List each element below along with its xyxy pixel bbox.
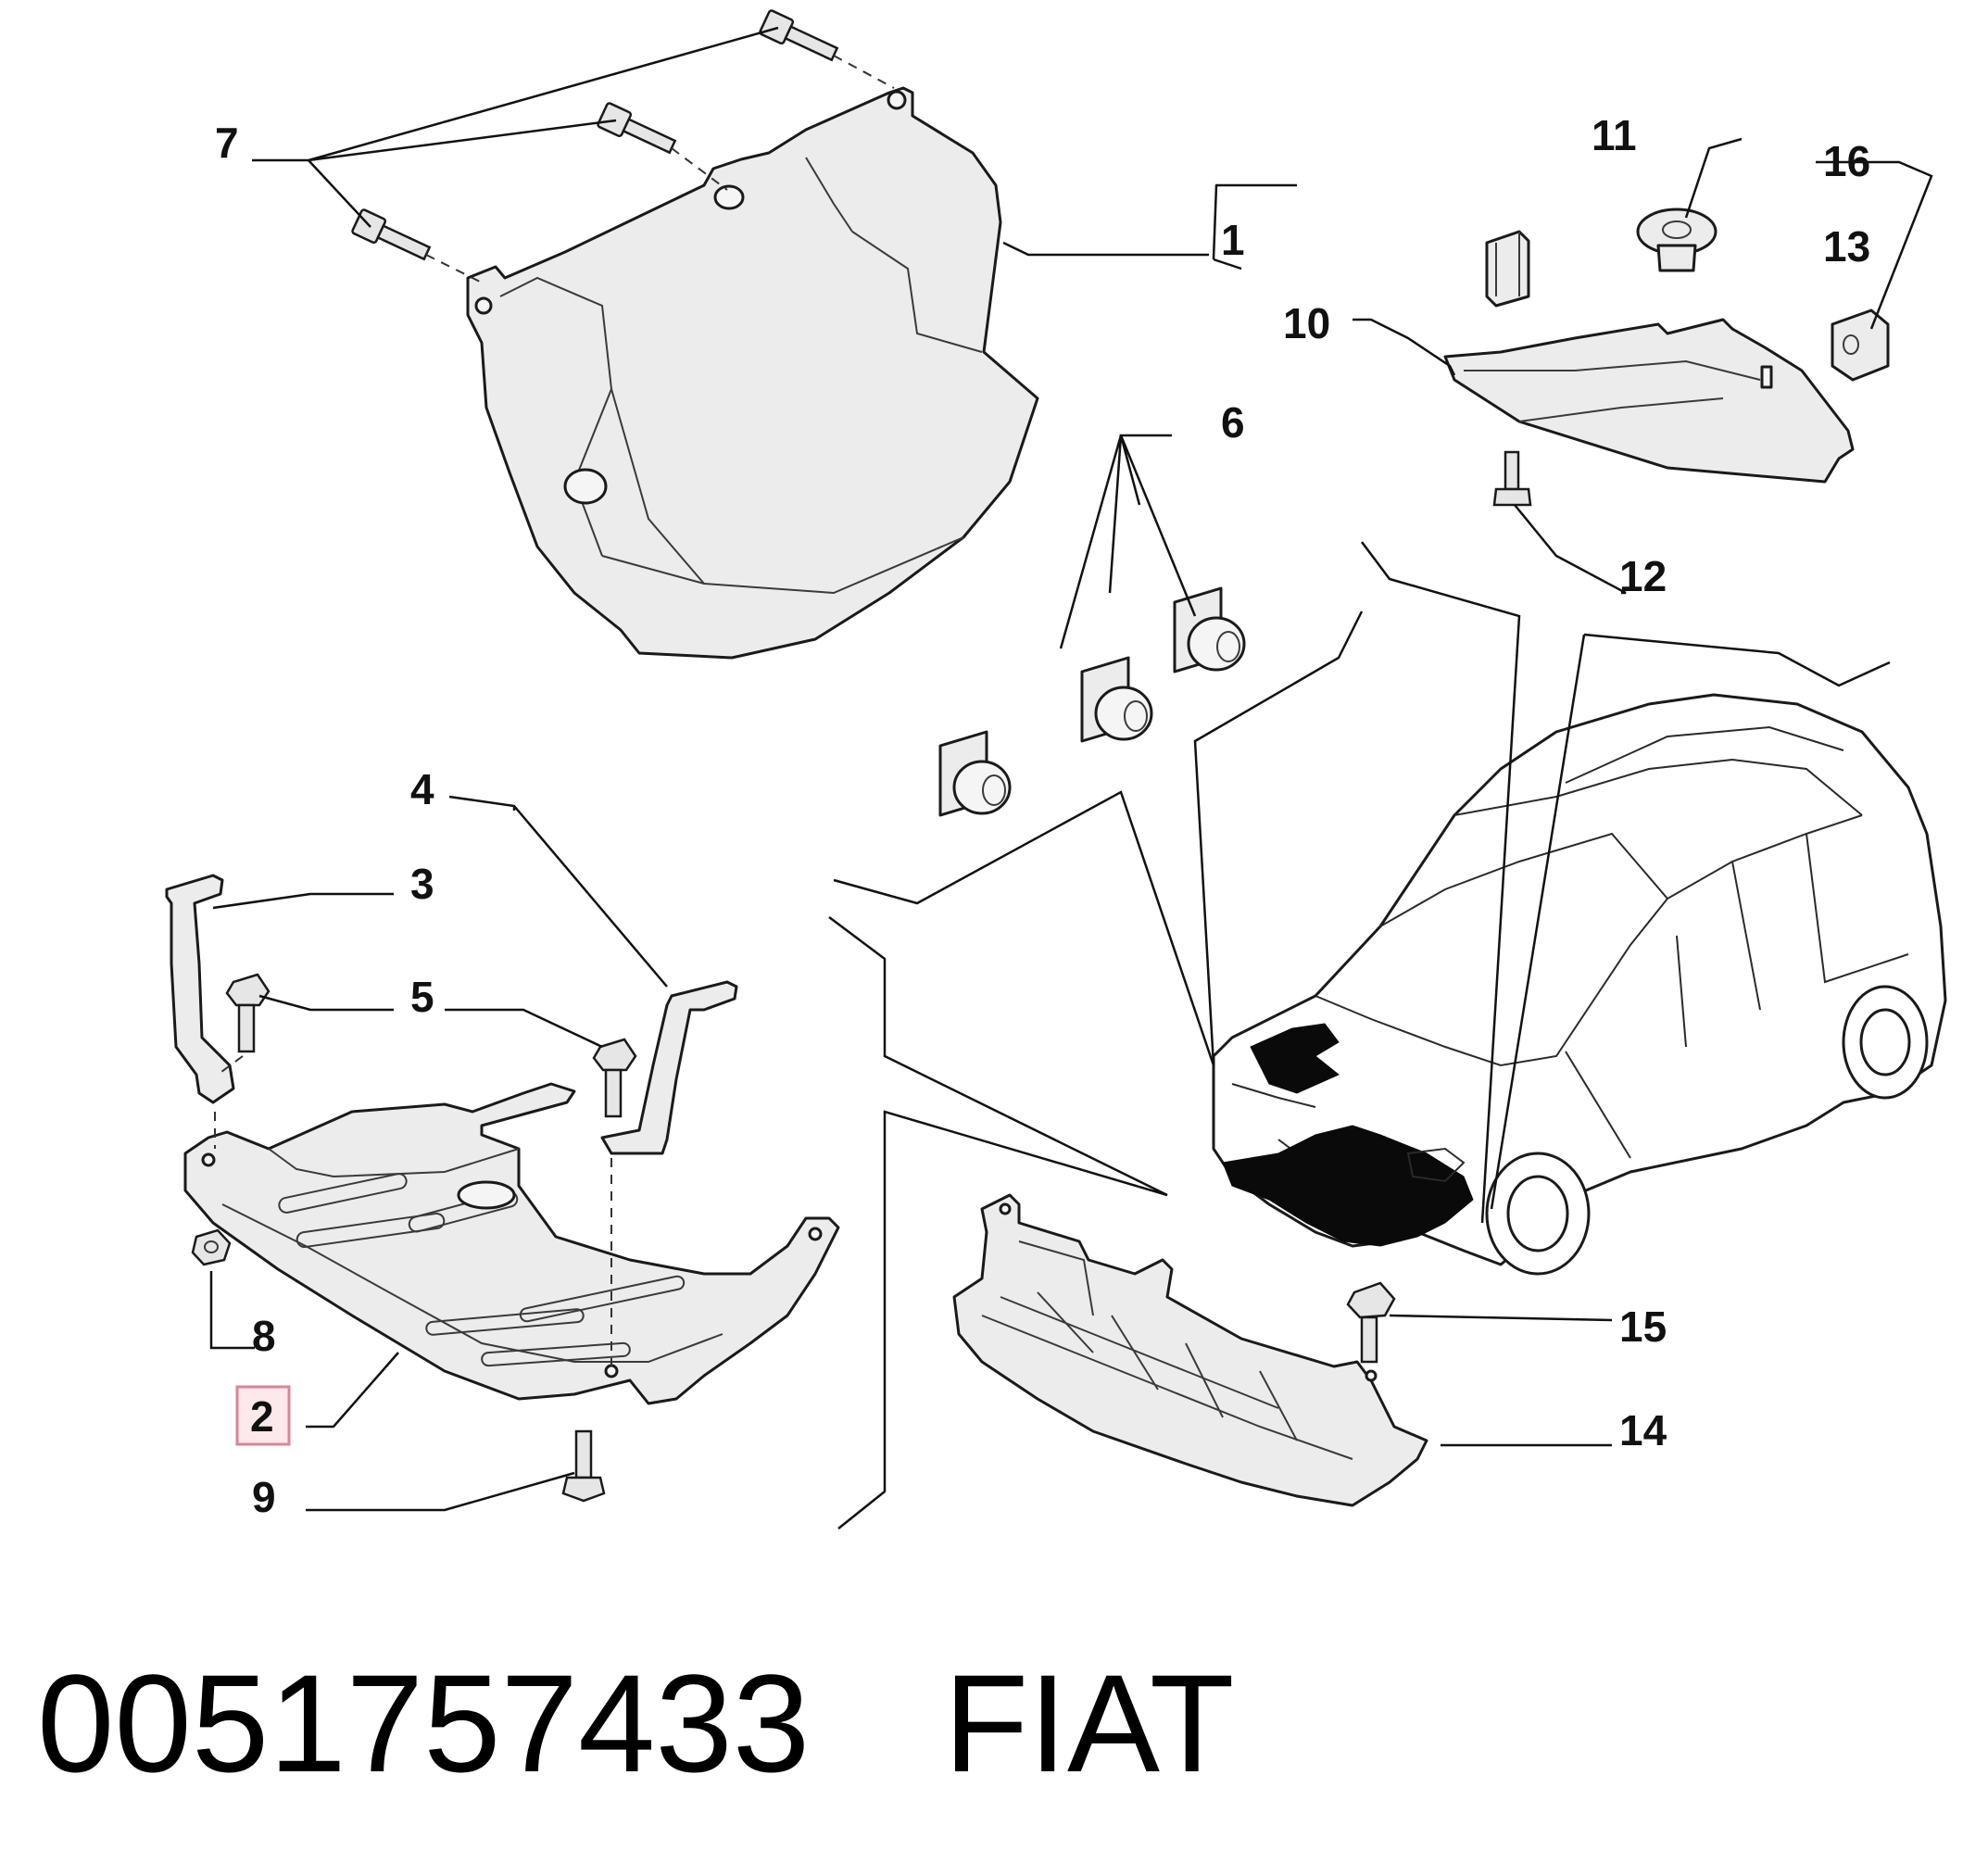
part-3-bracket <box>165 874 235 1104</box>
part-8-nut <box>191 1228 232 1266</box>
callout-16: 16 <box>1823 137 1870 185</box>
part-16-push-clip <box>1636 208 1717 272</box>
callout-4: 4 <box>410 765 434 813</box>
part-14-front-panel <box>952 1193 1428 1507</box>
callout-9: 9 <box>252 1473 276 1521</box>
part-6-buffers <box>938 586 1246 817</box>
callout-leaders <box>209 26 1933 1512</box>
callout-labels: 1 2 3 4 5 6 7 8 9 10 11 12 13 14 15 16 <box>215 111 1870 1521</box>
callout-2: 2 <box>250 1392 274 1441</box>
part-4-bracket <box>600 980 738 1155</box>
part-1-splash-shield <box>466 86 1039 660</box>
callout-11: 11 <box>1592 111 1637 159</box>
part-15-bolt <box>1346 1281 1396 1364</box>
callout-10: 10 <box>1283 299 1330 347</box>
callout-12: 12 <box>1619 552 1667 600</box>
part-10-bracket <box>1443 318 1855 484</box>
exploded-parts-diagram: 1 2 3 4 5 6 7 8 9 10 11 12 13 14 15 16 <box>165 9 1947 1529</box>
brand-name: FIAT <box>943 1645 1235 1801</box>
part-12-screw <box>1492 450 1532 507</box>
part-13-nut-clip <box>1831 308 1890 382</box>
callout-2-highlight <box>235 1385 291 1446</box>
part-9-bolt <box>561 1429 606 1503</box>
part-2-underbody-shield <box>183 1082 840 1405</box>
callout-3: 3 <box>410 860 434 908</box>
part-5-bolts <box>217 973 637 1118</box>
callout-7: 7 <box>215 119 239 167</box>
part-number: 0051757433 <box>37 1645 811 1801</box>
callout-1: 1 <box>1221 216 1245 264</box>
vehicle-overview <box>1212 693 1947 1276</box>
part-11-clip <box>1485 230 1530 308</box>
callout-13: 13 <box>1823 222 1870 271</box>
part-caption: 0051757433 FIAT <box>37 1630 1945 1816</box>
callout-15: 15 <box>1619 1303 1667 1351</box>
callout-5: 5 <box>410 973 434 1021</box>
zoom-lines <box>828 541 1891 1529</box>
callout-14: 14 <box>1619 1406 1667 1454</box>
callout-8: 8 <box>252 1312 276 1360</box>
callout-6: 6 <box>1221 398 1245 447</box>
